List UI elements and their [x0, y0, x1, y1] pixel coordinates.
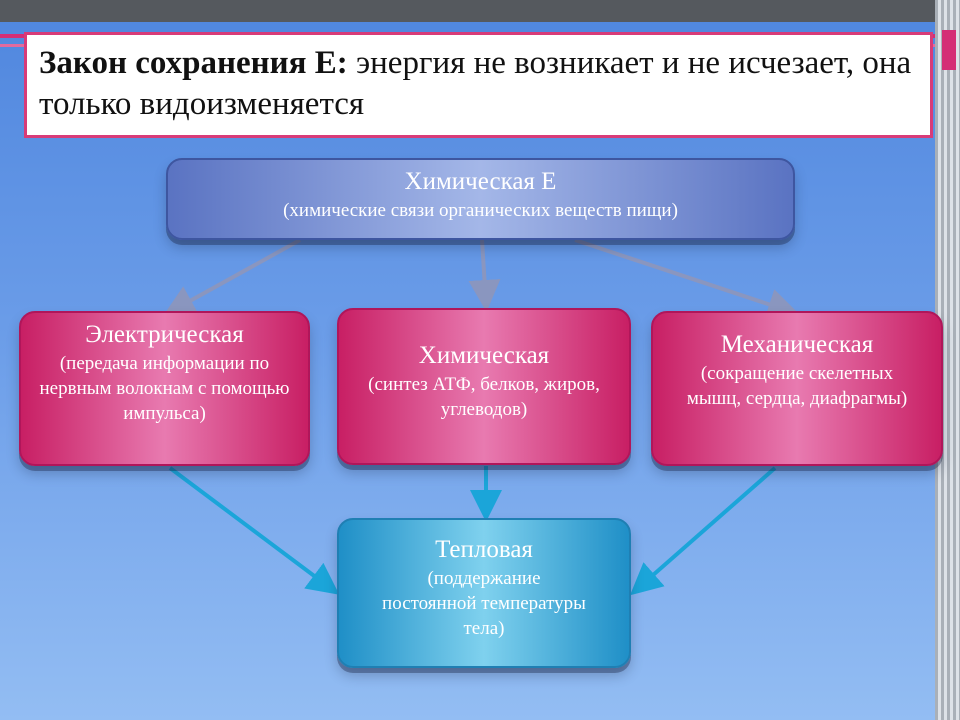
electrical-energy-box: Электрическая (передача информации по не… [19, 311, 310, 466]
thermal-energy-subtitle: (поддержание постоянной температуры тела… [382, 568, 586, 639]
chemical-energy-title: Химическая Е [404, 168, 557, 195]
arrow-top-to-right [574, 238, 800, 320]
chemical-synthesis-subtitle: (синтез АТФ, белков, жиров, углеводов) [368, 374, 600, 420]
top-bar [0, 0, 935, 22]
arrow-top-to-left [163, 238, 301, 316]
title-box: Закон сохранения Е: энергия не возникает… [24, 32, 933, 138]
right-accent [942, 30, 956, 70]
arrow-right-to-bottom [629, 466, 777, 596]
title-bold: Закон сохранения Е: [39, 45, 348, 81]
chemical-energy-source-box: Химическая Е (химические связи органичес… [166, 158, 795, 240]
arrow-left-to-bottom [168, 466, 340, 595]
arrow-top-to-middle [468, 239, 501, 312]
mechanical-energy-box: Механическая (сокращение скелетных мышц,… [651, 311, 943, 466]
thermal-energy-title: Тепловая [435, 536, 533, 563]
chemical-synthesis-box: Химическая (синтез АТФ, белков, жиров, у… [337, 308, 631, 465]
arrows-layer [163, 238, 800, 596]
mechanical-energy-subtitle: (сокращение скелетных мышц, сердца, диаф… [686, 363, 908, 409]
electrical-energy-title: Электрическая [85, 321, 244, 348]
chemical-energy-subtitle: (химические связи органических веществ п… [283, 200, 678, 221]
mechanical-energy-title: Механическая [720, 331, 874, 358]
electrical-energy-subtitle: (передача информации по нервным волокнам… [39, 353, 290, 424]
chemical-synthesis-title: Химическая [418, 342, 550, 369]
title-text: энергия не возникает и не исчезает, она … [39, 45, 912, 122]
thermal-energy-box: Тепловая (поддержание постоянной темпера… [337, 518, 631, 668]
